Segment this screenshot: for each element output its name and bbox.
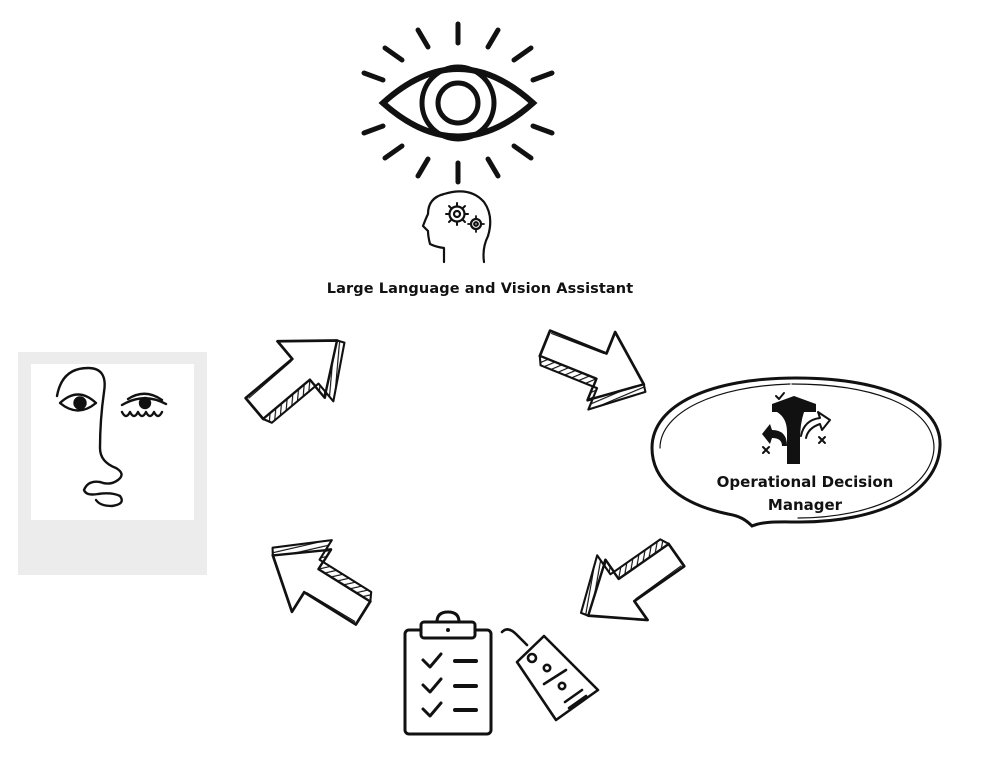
arrow-face-to-assistant [229, 307, 371, 445]
decision-manager-label-line-2: Manager [767, 496, 843, 514]
eye-icon [361, 21, 555, 185]
price-tag-percent-icon [500, 628, 600, 722]
decision-bubble [650, 376, 942, 528]
face-card [31, 364, 194, 520]
arrow-decision-to-tasks [557, 516, 699, 651]
road-fork-icon [762, 392, 831, 464]
clipboard-checklist-icon [403, 610, 493, 736]
head-gears-icon [421, 190, 492, 264]
decision-manager-label-line-1: Operational Decision [716, 473, 894, 491]
arrow-tasks-to-face [247, 514, 389, 646]
decision-manager-label: Operational Decision Manager [700, 471, 910, 517]
arrow-assistant-to-decision [526, 307, 664, 429]
assistant-label: Large Language and Vision Assistant [326, 281, 634, 297]
face-line-art-icon [55, 366, 168, 508]
